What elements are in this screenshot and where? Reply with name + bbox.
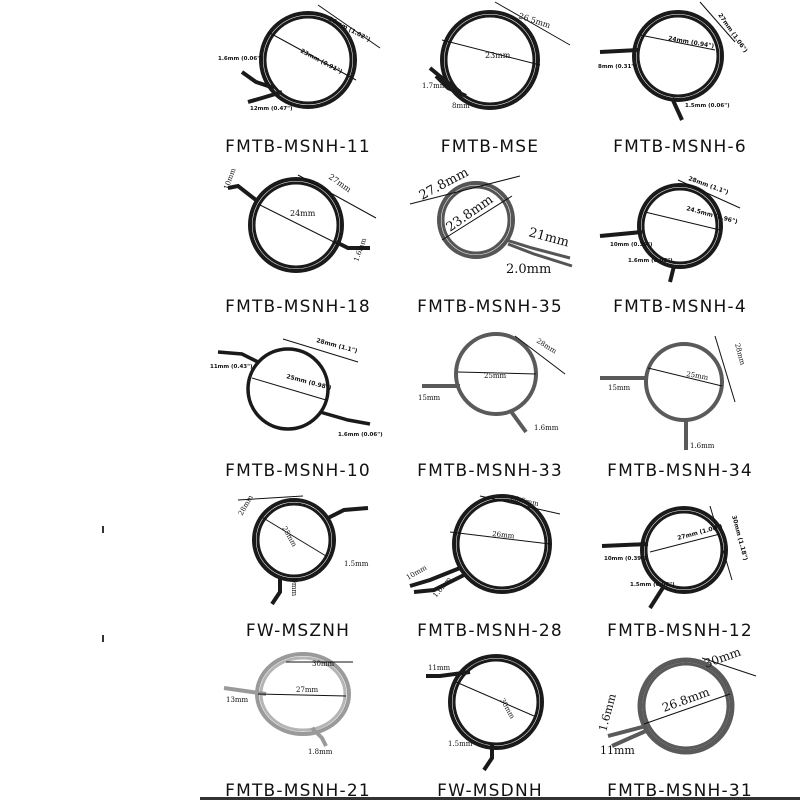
svg-text:23mm (0.91"): 23mm (0.91") [299, 48, 343, 76]
product-code: FMTB-MSNH-12 [607, 621, 753, 641]
svg-text:10mm: 10mm [290, 574, 298, 597]
spring-clip-drawing: 27.8mm 23.8mm 21mm 2.0mm [409, 165, 573, 277]
spring-clip-drawing: 28mm 25mm 15mm 1.6mm [418, 332, 566, 434]
svg-text:1.5mm (0.06"): 1.5mm (0.06") [630, 582, 675, 588]
product-card: 26mm (1.02") 23mm (0.91") 1.6mm (0.06") … [208, 4, 388, 162]
svg-text:1.6mm: 1.6mm [534, 424, 559, 432]
spring-clip-drawing: 28mm (1.1") 24.5mm (0.96") 10mm (0.39") … [599, 175, 741, 283]
product-code: FW-MSZNH [245, 621, 351, 641]
product-card: 28mm 25mm 1.5mm 10mm FW-MSZNH [208, 493, 388, 646]
spring-clip-drawing: 28mm (1.1") 25mm (0.98") 11mm (0.43") 1.… [210, 337, 383, 438]
svg-text:24mm (0.94"): 24mm (0.94") [668, 35, 715, 50]
svg-text:10mm (0.39"): 10mm (0.39") [610, 242, 653, 248]
spring-clip-drawing: 26.5mm 23mm 1.7mm 8mm [422, 1, 571, 110]
spring-clip-drawing: 27mm 24mm 10mm 1.6mm [222, 167, 377, 273]
spring-clip-drawing: 28mm 25mm 15mm 1.6mm [600, 335, 747, 450]
product-code: FW-MSDNH [437, 781, 543, 801]
edge-mark-2 [102, 635, 104, 642]
product-code: FMTB-MSNH-21 [225, 781, 371, 801]
product-card: 30mm 26.8mm 1.6mm 11mm FMTB-MSNH-31 [590, 644, 770, 806]
product-card: 28mm (1.1") 25mm (0.98") 11mm (0.43") 1.… [208, 334, 388, 486]
svg-text:1.8mm: 1.8mm [308, 748, 333, 756]
svg-text:1.6mm: 1.6mm [690, 442, 715, 450]
svg-text:10mm: 10mm [405, 564, 429, 582]
svg-text:25mm: 25mm [280, 525, 298, 549]
product-card: 30mm (1.18") 27mm (1.06") 10mm (0.39") 1… [590, 494, 770, 646]
spring-clip-drawing: 26mm (1.02") 23mm (0.91") 1.6mm (0.06") … [218, 4, 381, 112]
product-card: 28mm 25mm 15mm 1.6mm FMTB-MSNH-33 [400, 332, 580, 486]
svg-text:1.5mm: 1.5mm [448, 740, 473, 748]
svg-text:30mm (1.18"): 30mm (1.18") [730, 515, 749, 562]
svg-text:30mm: 30mm [702, 644, 743, 670]
bottom-divider [200, 797, 800, 800]
product-card: 28.5mm 26mm 10mm 1.6mm FMTB-MSNH-28 [400, 494, 580, 646]
product-card: 28mm (1.1") 24.5mm (0.96") 10mm (0.39") … [590, 170, 770, 322]
svg-text:11mm: 11mm [428, 664, 451, 672]
product-card: 30mm 27mm 13mm 1.8mm FMTB-MSNH-21 [208, 652, 388, 806]
svg-text:26mm: 26mm [492, 530, 515, 540]
product-card: 28mm 25mm 15mm 1.6mm FMTB-MSNH-34 [590, 334, 770, 486]
svg-text:30mm: 30mm [312, 660, 335, 668]
svg-text:27mm: 27mm [296, 686, 319, 694]
product-card: 11mm 30mm 1.5mm FW-MSDNH [400, 654, 580, 806]
svg-text:25mm: 25mm [686, 370, 710, 382]
svg-text:26.8mm: 26.8mm [660, 685, 712, 715]
edge-mark-1 [102, 526, 104, 533]
svg-text:28mm: 28mm [535, 337, 558, 356]
svg-text:23mm: 23mm [485, 51, 511, 60]
svg-text:2.0mm: 2.0mm [506, 262, 551, 277]
product-card: 27mm 24mm 10mm 1.6mm FMTB-MSNH-18 [208, 167, 388, 322]
svg-text:12mm (0.47"): 12mm (0.47") [250, 106, 293, 112]
product-code: FMTB-MSNH-34 [607, 461, 753, 481]
svg-text:24mm: 24mm [290, 209, 316, 218]
svg-text:1.7mm: 1.7mm [422, 82, 447, 90]
product-code: FMTB-MSNH-6 [613, 137, 747, 157]
product-card: 26.5mm 23mm 1.7mm 8mm FMTB-MSE [400, 1, 580, 162]
svg-text:30mm: 30mm [498, 697, 516, 721]
product-code: FMTB-MSNH-10 [225, 461, 371, 481]
product-code: FMTB-MSE [440, 137, 540, 157]
svg-text:11mm (0.43"): 11mm (0.43") [210, 364, 253, 370]
svg-text:8mm: 8mm [452, 102, 470, 110]
svg-text:10mm (0.39"): 10mm (0.39") [604, 556, 647, 562]
svg-text:1.6mm (0.06"): 1.6mm (0.06") [628, 258, 673, 264]
spring-clip-drawing: 28.5mm 26mm 10mm 1.6mm [405, 494, 561, 599]
product-code: FMTB-MSNH-33 [417, 461, 563, 481]
product-code: FMTB-MSNH-11 [225, 137, 371, 157]
svg-text:1.5mm (0.06"): 1.5mm (0.06") [685, 103, 730, 109]
product-code: FMTB-MSNH-28 [417, 621, 563, 641]
spring-clip-drawing: 30mm 26.8mm 1.6mm 11mm [596, 644, 757, 757]
svg-text:28mm: 28mm [733, 342, 747, 366]
spring-clip-drawing: 28mm 25mm 1.5mm 10mm [237, 493, 369, 606]
svg-text:28mm (1.1"): 28mm (1.1") [315, 337, 358, 355]
spring-clip-drawing: 11mm 30mm 1.5mm [426, 654, 544, 772]
svg-text:15mm: 15mm [418, 394, 441, 402]
svg-text:1.6mm (0.06"): 1.6mm (0.06") [338, 432, 383, 438]
product-code: FMTB-MSNH-18 [225, 297, 371, 317]
svg-text:28mm: 28mm [237, 493, 255, 517]
svg-text:13mm: 13mm [226, 696, 249, 704]
svg-text:1.5mm: 1.5mm [344, 560, 369, 568]
svg-text:27mm: 27mm [327, 172, 353, 194]
svg-text:1.6mm: 1.6mm [596, 692, 619, 733]
product-code: FMTB-MSNH-4 [613, 297, 747, 317]
product-card: 27mm (1.06") 24mm (0.94") 8mm (0.31") 1.… [590, 1, 770, 162]
svg-text:25mm: 25mm [484, 372, 507, 380]
svg-text:1.6mm (0.06"): 1.6mm (0.06") [218, 56, 263, 62]
spring-clip-drawing: 30mm (1.18") 27mm (1.06") 10mm (0.39") 1… [601, 505, 749, 610]
spring-clip-drawing: 27mm (1.06") 24mm (0.94") 8mm (0.31") 1.… [598, 1, 749, 121]
svg-text:15mm: 15mm [608, 384, 631, 392]
svg-text:8mm (0.31"): 8mm (0.31") [598, 64, 637, 70]
product-code: FMTB-MSNH-35 [417, 297, 563, 317]
product-card: 27.8mm 23.8mm 21mm 2.0mm FMTB-MSNH-35 [400, 165, 580, 322]
product-code: FMTB-MSNH-31 [607, 781, 753, 801]
spring-clip-drawing: 30mm 27mm 13mm 1.8mm [223, 652, 353, 756]
svg-text:11mm: 11mm [600, 744, 635, 757]
svg-text:21mm: 21mm [527, 225, 571, 250]
